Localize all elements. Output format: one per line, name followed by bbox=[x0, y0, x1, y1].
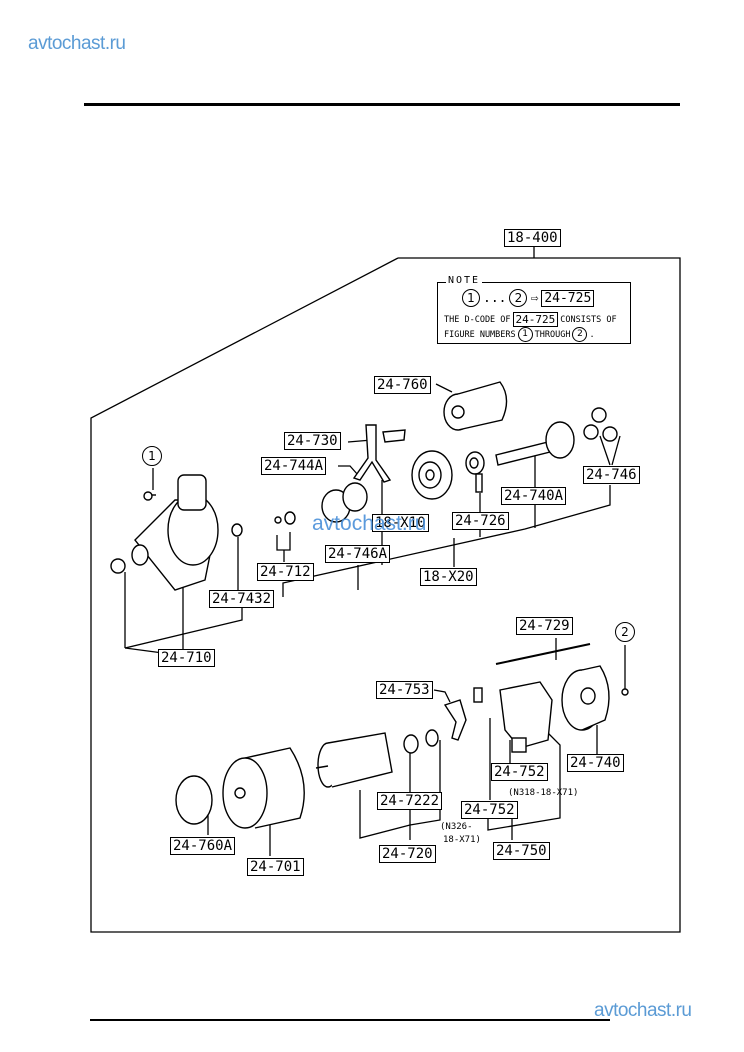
note-code-label[interactable]: 24-725 bbox=[541, 289, 595, 307]
callout-2: 2 bbox=[615, 622, 635, 642]
watermark-middle[interactable]: avtochast.ru bbox=[312, 512, 427, 535]
washer-part bbox=[425, 729, 439, 747]
arrow-right-icon: ⇨ bbox=[530, 290, 539, 306]
part-label-24-710[interactable]: 24-710 bbox=[158, 649, 215, 667]
part-label-24-752-upper[interactable]: 24-752 bbox=[491, 763, 548, 781]
note-box: NOTE 1 ... 2 ⇨ 24-725 THE D-CODE OF 24-7… bbox=[437, 275, 631, 344]
part-label-24-712[interactable]: 24-712 bbox=[257, 563, 314, 581]
planetary-gears-part bbox=[583, 407, 618, 442]
callout-2-icon: 2 bbox=[572, 327, 588, 342]
yoke-part bbox=[222, 747, 305, 829]
part-label-24-750[interactable]: 24-750 bbox=[493, 842, 550, 860]
annotation-n318: (N318-18-X71) bbox=[508, 788, 579, 798]
part-label-24-730[interactable]: 24-730 bbox=[284, 432, 341, 450]
part-label-24-746[interactable]: 24-746 bbox=[583, 466, 640, 484]
part-label-24-701[interactable]: 24-701 bbox=[247, 858, 304, 876]
brush-holder-part bbox=[499, 681, 553, 753]
part-label-24-740A[interactable]: 24-740A bbox=[501, 487, 567, 505]
note-text: THROUGH bbox=[534, 329, 571, 340]
solenoid-part bbox=[443, 381, 508, 431]
rear-cover-part bbox=[561, 665, 610, 731]
through-bolt-part bbox=[495, 643, 591, 665]
part-label-24-720[interactable]: 24-720 bbox=[379, 845, 436, 863]
part-label-18-X20[interactable]: 18-X20 bbox=[420, 568, 477, 586]
note-range-line: 1 ... 2 ⇨ 24-725 bbox=[462, 289, 595, 307]
annotation-n326-line2: 18-X71) bbox=[443, 835, 481, 845]
part-label-18-X10[interactable]: 18-X10 bbox=[372, 514, 429, 532]
note-line-3: FIGURE NUMBERS 1 THROUGH 2 . bbox=[444, 327, 595, 342]
shift-lever-part bbox=[352, 424, 406, 483]
part-label-24-746A[interactable]: 24-746A bbox=[325, 545, 391, 563]
part-label-24-753[interactable]: 24-753 bbox=[376, 681, 433, 699]
armature-part bbox=[315, 732, 393, 788]
pinion-clutch-part bbox=[274, 482, 368, 525]
part-label-24-744A[interactable]: 24-744A bbox=[261, 457, 327, 475]
note-text: THE D-CODE OF bbox=[444, 314, 511, 325]
part-label-24-760[interactable]: 24-760 bbox=[374, 376, 431, 394]
watermark-bottom[interactable]: avtochast.ru bbox=[594, 1000, 692, 1021]
callout-1: 1 bbox=[142, 446, 162, 466]
note-ellipsis: ... bbox=[483, 290, 507, 306]
group-code-label[interactable]: 18-400 bbox=[504, 229, 561, 247]
note-text: . bbox=[589, 329, 595, 340]
part-label-24-752-lower[interactable]: 24-752 bbox=[461, 801, 518, 819]
part-label-24-726[interactable]: 24-726 bbox=[452, 512, 509, 530]
note-text: CONSISTS OF bbox=[560, 314, 617, 325]
watermark-top[interactable]: avtochast.ru bbox=[28, 33, 126, 54]
drive-housing-part bbox=[110, 474, 243, 591]
brush-part bbox=[443, 687, 483, 741]
shaft-part bbox=[495, 421, 575, 466]
header-rule bbox=[84, 103, 680, 106]
frame-outline bbox=[90, 257, 681, 933]
part-label-24-729[interactable]: 24-729 bbox=[516, 617, 573, 635]
part-label-24-7432[interactable]: 24-7432 bbox=[209, 590, 275, 608]
bearing-part bbox=[411, 450, 453, 500]
part-label-24-7222[interactable]: 24-7222 bbox=[377, 792, 443, 810]
note-title: NOTE bbox=[446, 275, 483, 286]
annotation-n326-line1: (N326- bbox=[440, 822, 473, 832]
note-code-inline[interactable]: 24-725 bbox=[512, 312, 559, 327]
note-text: FIGURE NUMBERS bbox=[444, 329, 516, 340]
callout-1-icon: 1 bbox=[462, 289, 480, 307]
callout-1-icon: 1 bbox=[517, 327, 533, 342]
footer-rule bbox=[90, 1019, 610, 1021]
part-label-24-740[interactable]: 24-740 bbox=[567, 754, 624, 772]
screw-part bbox=[621, 688, 629, 696]
armature-bearing-part bbox=[403, 734, 419, 754]
ring-part bbox=[465, 451, 485, 493]
callout-2-icon: 2 bbox=[509, 289, 528, 307]
part-label-24-760A[interactable]: 24-760A bbox=[170, 837, 236, 855]
rubber-seal-part bbox=[175, 775, 213, 825]
note-line-2: THE D-CODE OF 24-725 CONSISTS OF bbox=[444, 312, 617, 327]
